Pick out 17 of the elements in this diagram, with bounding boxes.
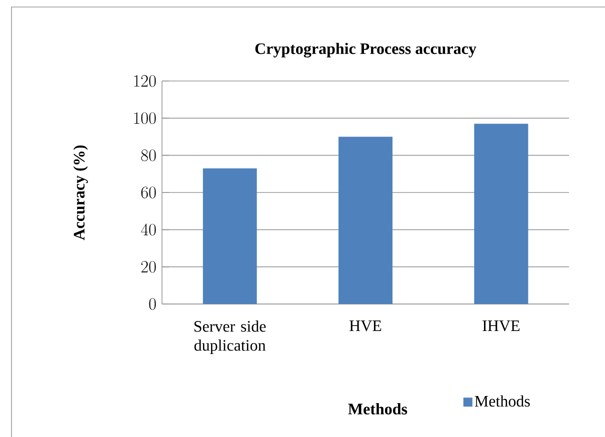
y-tick-label: 100 bbox=[134, 112, 156, 124]
y-tick-label: 120 bbox=[134, 75, 156, 87]
chart-title: Cryptographic Process accuracy bbox=[255, 42, 476, 58]
bar bbox=[474, 124, 528, 304]
y-tick-label: 60 bbox=[141, 186, 156, 198]
y-tick-label: 20 bbox=[141, 260, 156, 273]
y-tick-label: 40 bbox=[140, 224, 156, 236]
y-tick-label: 0 bbox=[149, 298, 156, 310]
legend-label: Methods bbox=[474, 395, 530, 407]
y-tick-label: 80 bbox=[141, 149, 156, 162]
y-axis-title: Accuracy (%) bbox=[73, 145, 88, 240]
bar bbox=[338, 136, 392, 304]
x-tick-label: IHVE bbox=[482, 320, 520, 332]
x-tick-label: Server side duplication bbox=[194, 320, 266, 354]
bar bbox=[202, 168, 257, 304]
x-tick-label: HVE bbox=[350, 320, 382, 332]
x-axis-title: Methods bbox=[348, 403, 408, 414]
